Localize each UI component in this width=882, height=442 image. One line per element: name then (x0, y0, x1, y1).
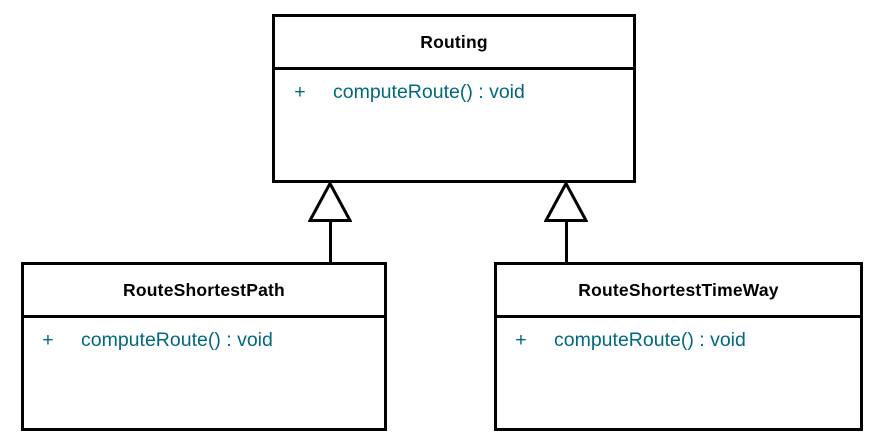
uml-class-routeshortesttimeway[interactable]: RouteShortestTimeWay + computeRoute() : … (494, 262, 863, 431)
uml-member-row[interactable]: + computeRoute() : void (275, 81, 633, 104)
uml-class-routing[interactable]: Routing + computeRoute() : void (272, 14, 636, 183)
uml-visibility-marker: + (515, 329, 527, 351)
generalization-line (328, 219, 332, 264)
uml-class-name-routing: Routing (420, 31, 488, 52)
uml-members-compartment-routeshortesttimeway: + computeRoute() : void (497, 318, 860, 428)
uml-class-header-routeshortesttimeway: RouteShortestTimeWay (497, 265, 860, 318)
uml-visibility-marker: + (294, 81, 306, 103)
uml-member-signature: computeRoute() : void (81, 329, 273, 351)
uml-class-header-routing: Routing (275, 17, 633, 70)
uml-class-header-routeshortestpath: RouteShortestPath (24, 265, 384, 318)
uml-class-routeshortestpath[interactable]: RouteShortestPath + computeRoute() : voi… (21, 262, 387, 431)
generalization-routeshortesttimeway-to-routing[interactable] (544, 182, 588, 264)
uml-members-compartment-routing: + computeRoute() : void (275, 70, 633, 180)
uml-member-row[interactable]: + computeRoute() : void (24, 329, 384, 352)
uml-members-compartment-routeshortestpath: + computeRoute() : void (24, 318, 384, 428)
uml-member-row[interactable]: + computeRoute() : void (497, 329, 860, 352)
uml-member-signature: computeRoute() : void (333, 81, 525, 103)
uml-visibility-marker: + (42, 329, 54, 351)
uml-member-signature: computeRoute() : void (554, 329, 746, 351)
generalization-line (564, 219, 568, 264)
uml-class-name-routeshortesttimeway: RouteShortestTimeWay (578, 279, 779, 300)
generalization-routeshortestpath-to-routing[interactable] (308, 182, 352, 264)
uml-class-name-routeshortestpath: RouteShortestPath (123, 279, 285, 300)
